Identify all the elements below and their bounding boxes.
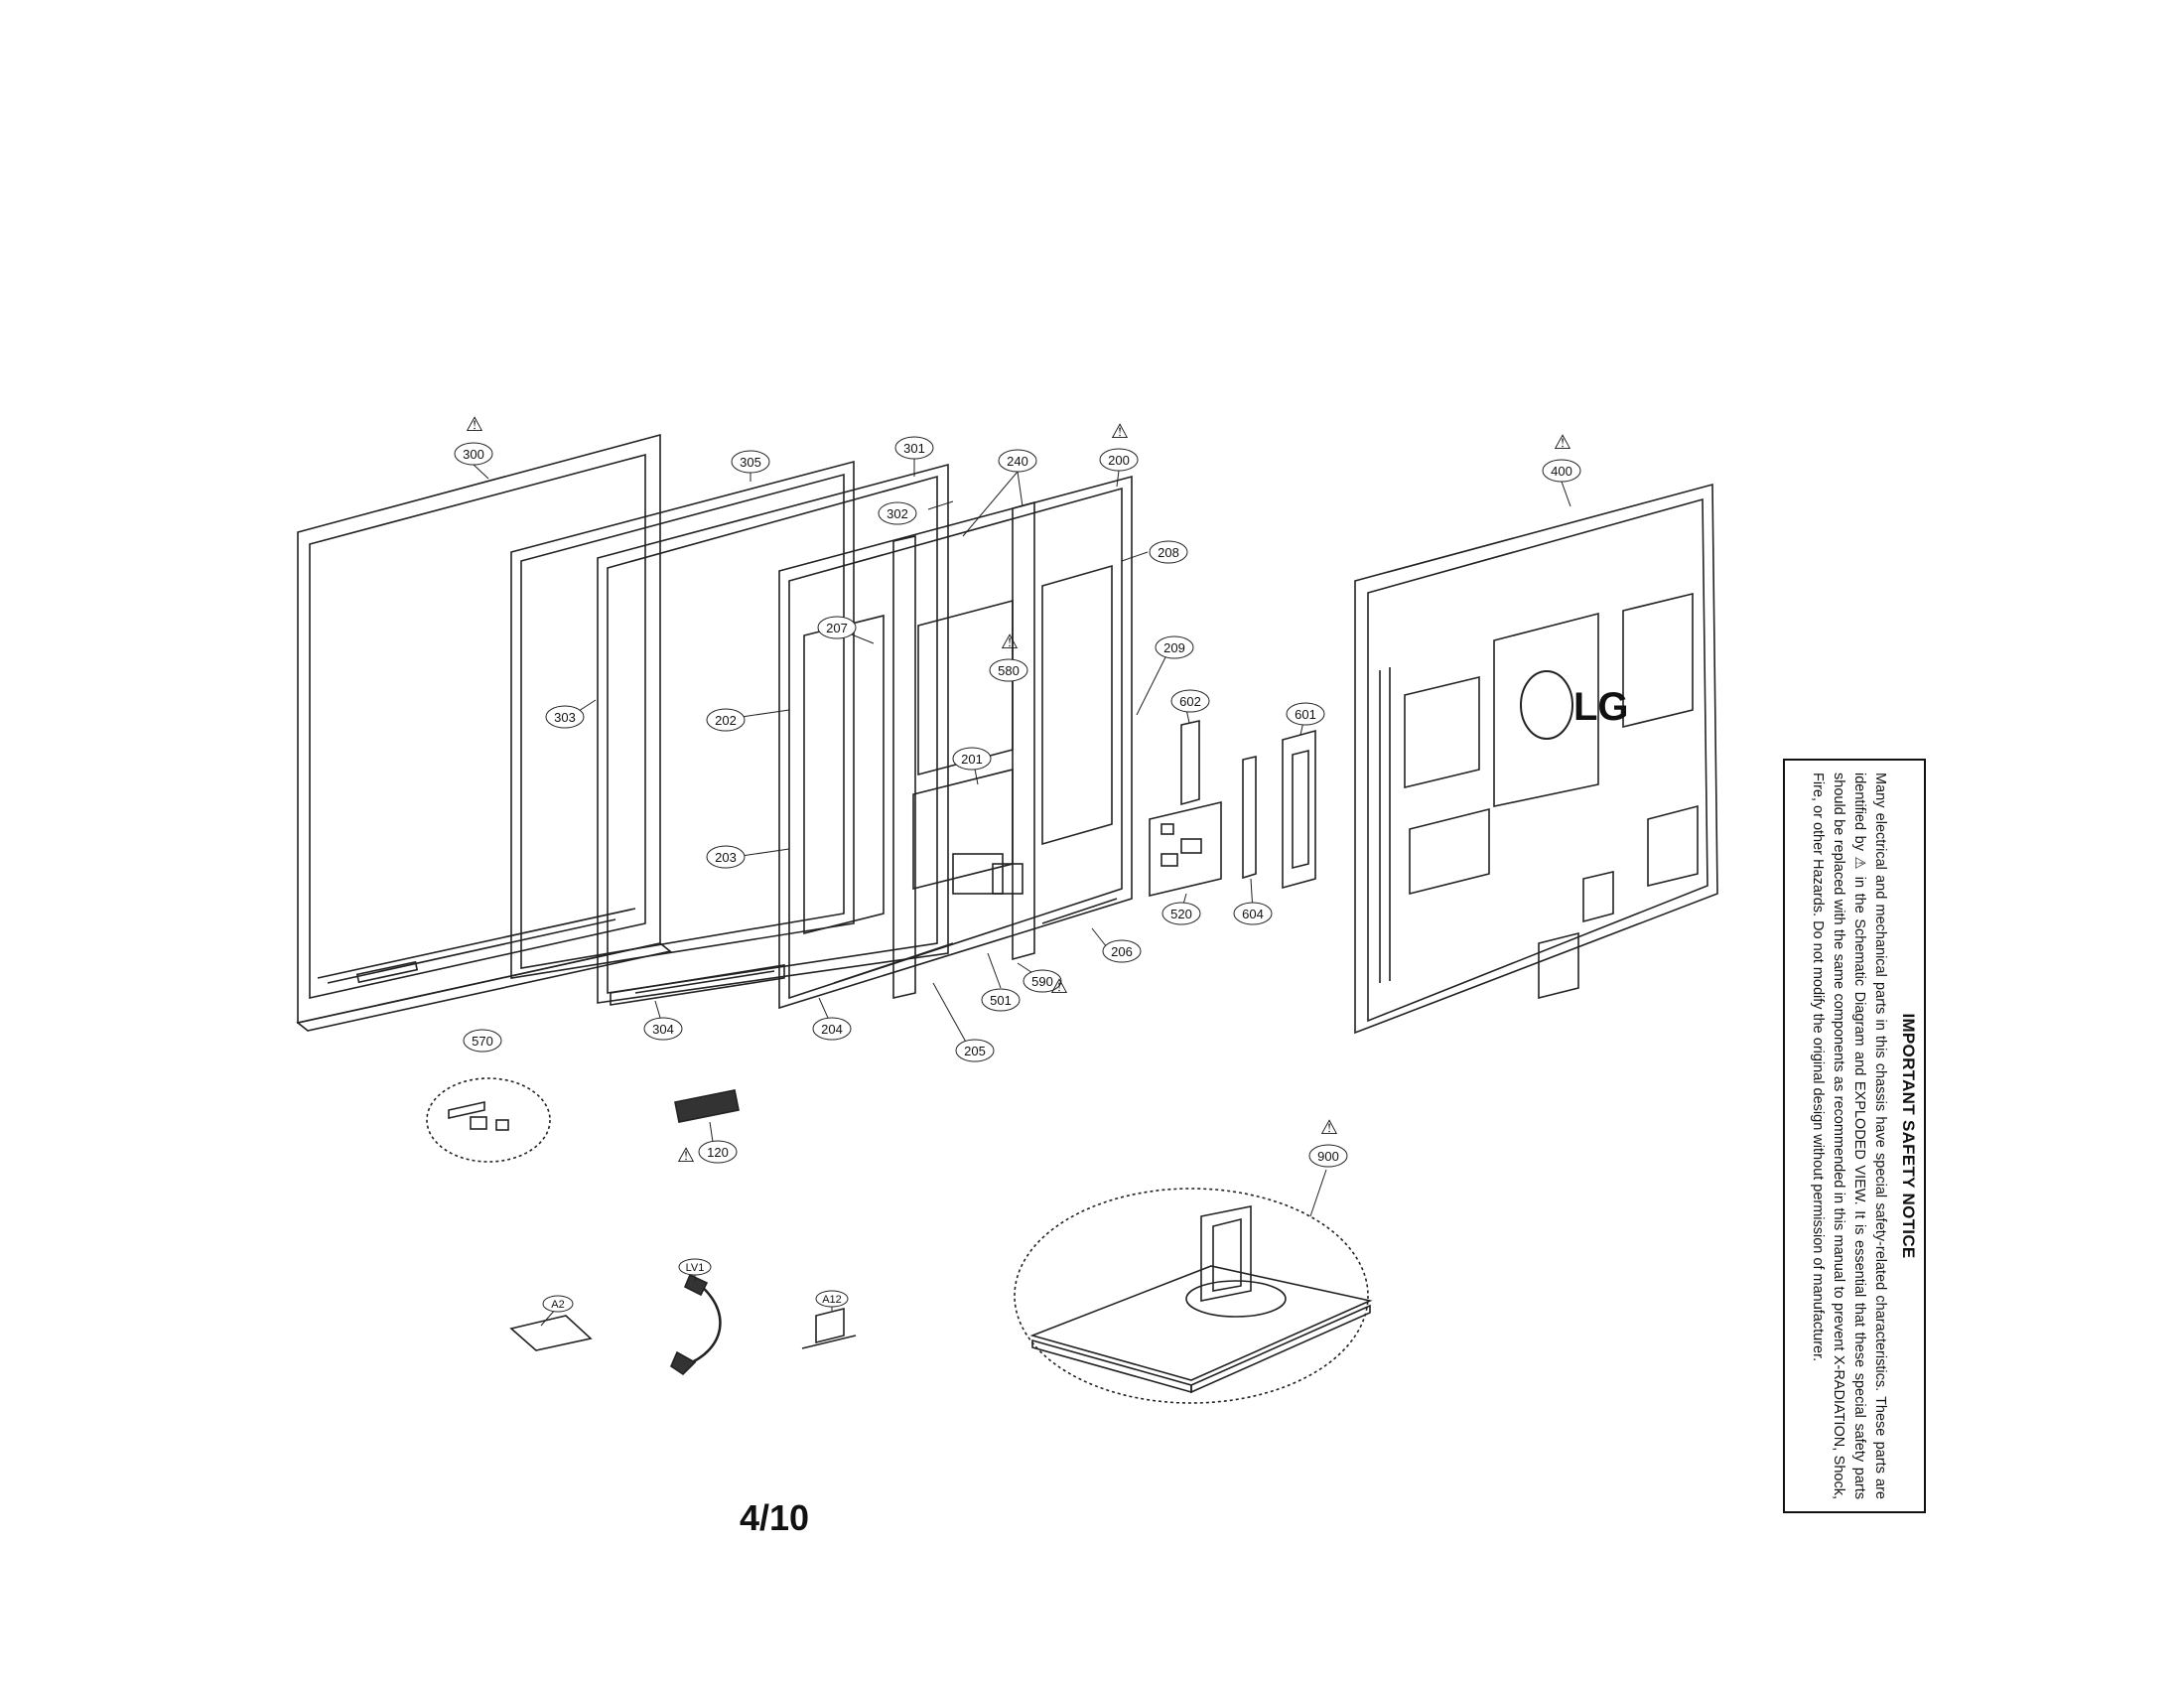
part-a2: [509, 1315, 593, 1351]
callout-300: 300: [454, 442, 493, 466]
label-208: 208: [1158, 545, 1179, 560]
callout-205: 205: [955, 1039, 995, 1062]
callout-580: 580: [989, 658, 1028, 682]
callout-a12: A12: [815, 1290, 849, 1308]
callout-601: 601: [1286, 702, 1325, 726]
part-labels: 300 305 301 240 200 400 302 208 207 580 …: [454, 436, 1581, 1313]
brand-logo: LG: [1573, 685, 1629, 729]
callout-208: 208: [1149, 540, 1188, 564]
callout-204: 204: [812, 1017, 852, 1041]
label-900: 900: [1317, 1149, 1339, 1164]
label-240: 240: [1007, 454, 1028, 469]
stand-group-900: [1014, 1188, 1373, 1404]
callout-604: 604: [1233, 902, 1273, 925]
label-206: 206: [1111, 944, 1133, 959]
label-400: 400: [1551, 464, 1572, 479]
callout-203: 203: [706, 845, 746, 869]
label-120: 120: [707, 1145, 729, 1160]
callout-590: 590: [1023, 969, 1062, 993]
callout-400: 400: [1542, 459, 1581, 483]
part-a12: [801, 1307, 857, 1349]
label-a2: A2: [551, 1299, 564, 1311]
board-601: [1282, 729, 1316, 890]
label-520: 520: [1170, 907, 1192, 921]
label-580: 580: [998, 663, 1020, 678]
warning-icon: ⚠: [677, 1145, 695, 1167]
cable-lv1: [670, 1273, 722, 1376]
warning-icon: ⚠: [1320, 1117, 1338, 1139]
warning-icon: ⚠: [1050, 976, 1068, 998]
callout-240: 240: [998, 449, 1037, 473]
label-209: 209: [1163, 640, 1185, 655]
back-cover-400: [1354, 483, 1718, 1035]
frame-303: [510, 460, 855, 979]
callout-501: 501: [981, 988, 1021, 1012]
label-305: 305: [740, 455, 761, 470]
callout-209: 209: [1155, 635, 1194, 659]
callout-303: 303: [545, 705, 585, 729]
label-300: 300: [463, 447, 484, 462]
callout-a2: A2: [542, 1295, 574, 1313]
callout-202: 202: [706, 708, 746, 732]
chassis-frame-200: [778, 475, 1133, 1010]
safety-notice-content: IMPORTANT SAFETY NOTICE Many electrical …: [1785, 761, 1924, 1511]
label-302: 302: [887, 506, 908, 521]
callout-200: 200: [1099, 448, 1139, 472]
callout-304: 304: [643, 1017, 683, 1041]
label-201: 201: [961, 752, 983, 767]
callout-900: 900: [1308, 1144, 1348, 1168]
warning-icon: ⚠: [1001, 632, 1019, 653]
label-lv1: LV1: [686, 1262, 705, 1274]
label-570: 570: [472, 1034, 493, 1049]
callout-305: 305: [731, 450, 770, 474]
label-304: 304: [652, 1022, 674, 1037]
safety-notice-body: Many electrical and mechanical parts in …: [1810, 773, 1888, 1499]
callout-120: 120: [698, 1140, 738, 1164]
callout-570: 570: [463, 1029, 502, 1053]
label-207: 207: [826, 621, 848, 635]
callout-302: 302: [878, 501, 917, 525]
board-602: [1180, 720, 1200, 806]
label-202: 202: [715, 713, 737, 728]
label-a12: A12: [822, 1294, 842, 1306]
warning-icon: ⚠: [466, 414, 483, 436]
label-604: 604: [1242, 907, 1264, 921]
panel-301: [597, 463, 949, 1006]
warning-icon: ⚠: [1554, 432, 1571, 454]
label-204: 204: [821, 1022, 843, 1037]
label-301: 301: [903, 441, 925, 456]
warning-marks: ⚠ ⚠ ⚠ ⚠ ⚠ ⚠ ⚠: [466, 414, 1571, 1167]
safety-notice-title: IMPORTANT SAFETY NOTICE: [1899, 1013, 1918, 1259]
callout-206: 206: [1102, 939, 1142, 963]
callout-520: 520: [1161, 902, 1201, 925]
main-board-520: [1149, 800, 1222, 898]
front-bezel-300: [296, 433, 672, 1032]
label-501: 501: [990, 993, 1012, 1008]
accessory-group-570: [426, 1077, 551, 1163]
label-303: 303: [554, 710, 576, 725]
part-120: [674, 1089, 740, 1123]
label-601: 601: [1295, 707, 1316, 722]
page-number: 4/10: [740, 1497, 810, 1538]
callout-201: 201: [952, 747, 992, 771]
warning-icon: ⚠: [1111, 421, 1129, 443]
callout-207: 207: [817, 616, 857, 639]
board-604: [1242, 755, 1257, 880]
label-200: 200: [1108, 453, 1130, 468]
label-602: 602: [1179, 694, 1201, 709]
label-205: 205: [964, 1044, 986, 1058]
safety-notice-box: IMPORTANT SAFETY NOTICE Many electrical …: [1783, 759, 1926, 1513]
label-590: 590: [1031, 974, 1053, 989]
callout-301: 301: [894, 436, 934, 460]
callout-602: 602: [1170, 689, 1210, 713]
label-203: 203: [715, 850, 737, 865]
lg-logo: LG: [1520, 670, 1629, 740]
callout-lv1: LV1: [678, 1258, 712, 1276]
